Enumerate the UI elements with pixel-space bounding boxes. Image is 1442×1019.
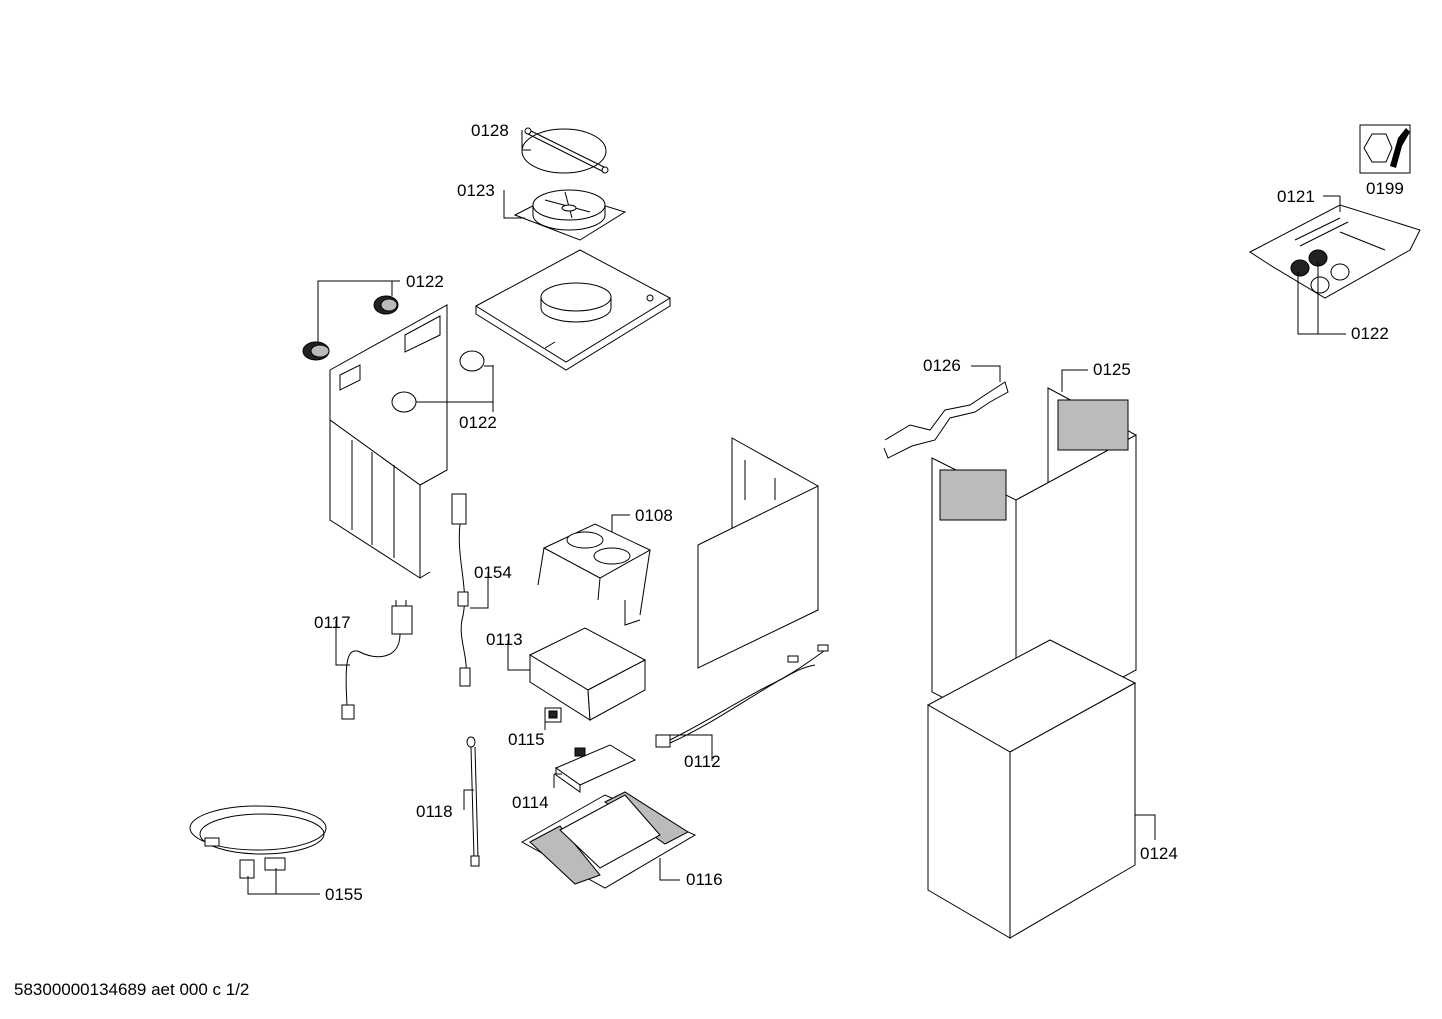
part-0155-cable bbox=[189, 805, 327, 879]
label-0199: 0199 bbox=[1366, 179, 1404, 198]
vent-slots-front bbox=[939, 469, 1007, 521]
label-0114: 0114 bbox=[512, 793, 549, 812]
label-0116: 0116 bbox=[686, 870, 723, 889]
label-0122-kit: 0122 bbox=[1351, 324, 1389, 343]
label-0122-mid: 0122 bbox=[459, 413, 497, 432]
screws bbox=[1294, 217, 1386, 251]
leader-lines bbox=[247, 130, 1346, 895]
wrench-icon bbox=[1359, 124, 1411, 174]
vent-slots-back bbox=[1057, 399, 1129, 451]
label-0118: 0118 bbox=[416, 802, 453, 821]
part-0118-rod bbox=[466, 736, 480, 867]
label-0128: 0128 bbox=[471, 121, 509, 140]
part-0116-filter bbox=[520, 791, 697, 889]
part-top-plate bbox=[475, 249, 672, 371]
part-0128-disc bbox=[521, 127, 609, 174]
label-0113: 0113 bbox=[486, 630, 523, 649]
part-0115-switch bbox=[544, 707, 562, 723]
part-0114-board bbox=[554, 744, 637, 793]
document-id-footer: 58300000134689 aet 000 c 1/2 bbox=[14, 980, 250, 999]
part-0113-box bbox=[528, 627, 647, 721]
label-0117: 0117 bbox=[314, 613, 351, 632]
part-labels: 0128 0123 0122 0122 0121 0199 0122 0126 … bbox=[314, 121, 1404, 904]
label-0108: 0108 bbox=[635, 506, 673, 525]
label-0115: 0115 bbox=[508, 730, 545, 749]
label-0126: 0126 bbox=[923, 356, 961, 375]
part-0112-harness bbox=[655, 644, 829, 748]
label-0124: 0124 bbox=[1140, 844, 1178, 863]
label-0155: 0155 bbox=[325, 885, 363, 904]
part-side-panel bbox=[697, 437, 819, 669]
part-housing-left bbox=[329, 304, 448, 579]
part-0154-cable bbox=[451, 493, 471, 687]
label-0122-top: 0122 bbox=[406, 272, 444, 291]
label-0121: 0121 bbox=[1277, 187, 1315, 206]
part-0124-lower-chimney bbox=[926, 639, 1137, 939]
label-0123: 0123 bbox=[457, 181, 495, 200]
label-0125: 0125 bbox=[1093, 360, 1131, 379]
part-0117-power-cord bbox=[341, 600, 413, 720]
part-0126-bracket bbox=[883, 381, 1009, 459]
label-0154: 0154 bbox=[474, 563, 512, 582]
part-0121-screw-bag bbox=[1249, 204, 1421, 299]
label-0112: 0112 bbox=[684, 752, 721, 771]
part-0123-flange bbox=[513, 189, 627, 241]
part-0108-bracket bbox=[537, 523, 652, 626]
